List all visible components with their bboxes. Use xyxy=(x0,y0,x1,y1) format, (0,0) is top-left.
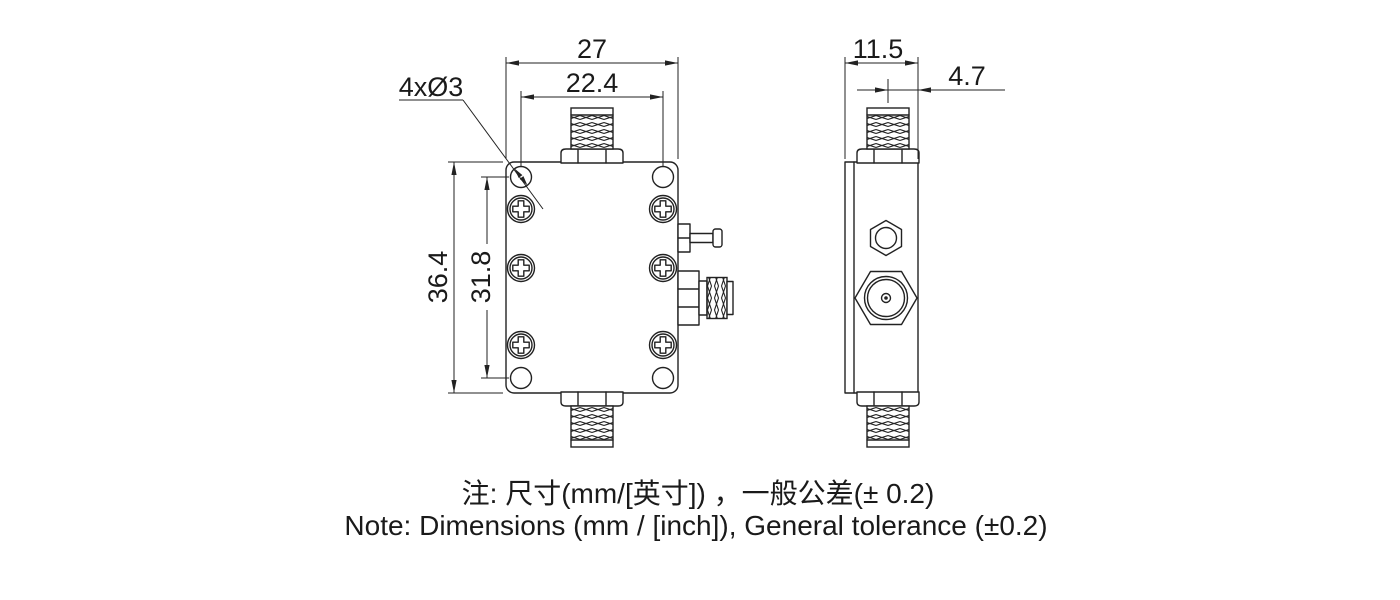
front-bottom-sma-connector xyxy=(561,392,623,447)
dim-front-height-label: 36.4 xyxy=(423,251,453,304)
front-top-sma-connector xyxy=(561,108,623,163)
side-pin-hex xyxy=(869,219,903,257)
side-bottom-sma-connector xyxy=(857,392,919,447)
front-view xyxy=(505,108,734,447)
dim-front-width-label: 27 xyxy=(577,34,607,64)
side-view xyxy=(844,108,919,447)
dim-hole-span-width-label: 22.4 xyxy=(566,68,619,98)
hole-callout: 4xØ3 xyxy=(399,72,544,210)
dc-feedthrough-pin xyxy=(677,223,723,253)
dimensions: 27 22.4 36.4 31.8 4xØ3 xyxy=(399,34,1005,394)
front-body xyxy=(505,161,679,394)
front-right-sma-connector xyxy=(677,270,734,326)
side-top-sma-connector xyxy=(857,108,919,163)
side-sma-face xyxy=(854,270,918,326)
dim-depth-label: 11.5 xyxy=(853,34,904,64)
dim-hole-span-height-label: 31.8 xyxy=(466,251,496,304)
dim-connector-offset-label: 4.7 xyxy=(948,61,986,91)
note-line-english: Note: Dimensions (mm / [inch]), General … xyxy=(344,510,1047,541)
hole-callout-label: 4xØ3 xyxy=(399,72,464,102)
notes: 注: 尺寸(mm/[英寸]) ，一般公差(± 0.2) Note: Dimens… xyxy=(344,478,1047,541)
note-line-chinese: 注: 尺寸(mm/[英寸]) ，一般公差(± 0.2) xyxy=(462,478,935,509)
